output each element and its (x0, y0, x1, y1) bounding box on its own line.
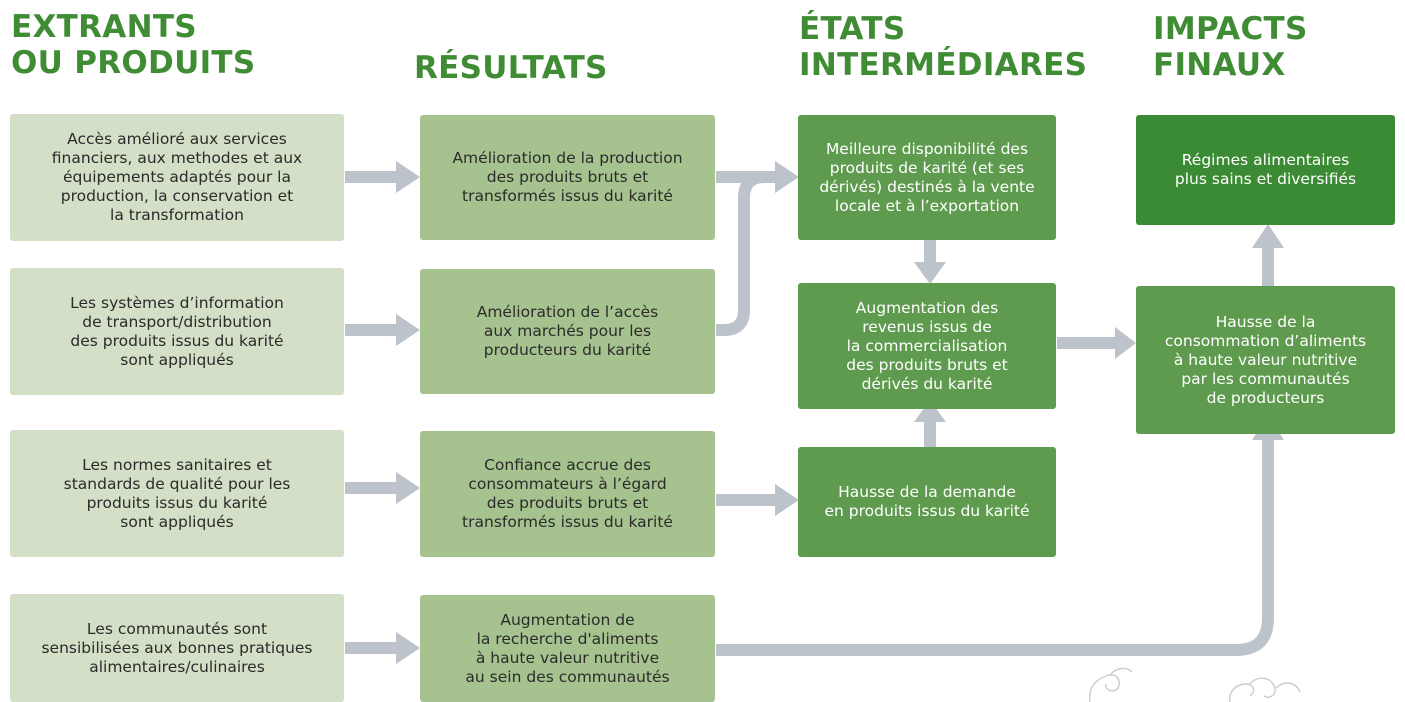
state-label: Meilleure disponibilité des produits de … (819, 139, 1035, 215)
impact-label: Hausse de la consommation d’aliments à h… (1164, 312, 1367, 407)
state-box-1: Meilleure disponibilité des produits de … (798, 115, 1056, 240)
header-results: RÉSULTATS (414, 50, 608, 86)
arrow-result2-to-state1 (716, 171, 775, 336)
output-label: Accès amélioré aux services financiers, … (51, 130, 303, 224)
result-box-2: Amélioration de l’accès aux marchés pour… (420, 269, 715, 394)
header-impacts-line2: FINAUX (1153, 47, 1286, 83)
header-intermediate: ÉTATS INTERMÉDIARES (799, 11, 1087, 83)
result-label: Amélioration de la production des produi… (452, 149, 683, 205)
impact-box-1: Hausse de la consommation d’aliments à h… (1136, 286, 1395, 434)
header-outputs: EXTRANTS OU PRODUITS (11, 9, 255, 81)
header-impacts: IMPACTS FINAUX (1153, 11, 1308, 83)
header-intermediate-line2: INTERMÉDIARES (799, 47, 1088, 83)
impact-box-2: Régimes alimentaires plus sains et diver… (1136, 115, 1395, 225)
header-intermediate-line1: ÉTATS (799, 11, 906, 47)
state-label: Hausse de la demande en produits issus d… (824, 483, 1030, 520)
result-box-4: Augmentation de la recherche d'aliments … (420, 595, 715, 702)
arrow-result4-to-impact1 (716, 440, 1274, 656)
state-box-3: Hausse de la demande en produits issus d… (798, 447, 1056, 557)
state-box-2: Augmentation des revenus issus de la com… (798, 283, 1056, 409)
output-label: Les normes sanitaires et standards de qu… (63, 455, 291, 531)
output-box-3: Les normes sanitaires et standards de qu… (10, 430, 344, 557)
leaf-sketch-icon (1088, 667, 1301, 702)
result-label: Augmentation de la recherche d'aliments … (465, 610, 670, 686)
result-box-1: Amélioration de la production des produi… (420, 115, 715, 240)
header-results-line1: RÉSULTATS (414, 50, 608, 86)
header-impacts-line1: IMPACTS (1153, 11, 1308, 47)
output-label: Les systèmes d’information de transport/… (70, 293, 284, 369)
impact-label: Régimes alimentaires plus sains et diver… (1174, 151, 1357, 188)
output-box-4: Les communautés sont sensibilisées aux b… (10, 594, 344, 702)
output-box-2: Les systèmes d’information de transport/… (10, 268, 344, 395)
result-label: Amélioration de l’accès aux marchés pour… (476, 303, 659, 359)
output-label: Les communautés sont sensibilisées aux b… (41, 619, 313, 676)
header-outputs-line1: EXTRANTS (11, 9, 197, 45)
result-label: Confiance accrue des consommateurs à l’é… (462, 456, 673, 531)
header-outputs-line2: OU PRODUITS (11, 45, 256, 81)
state-label: Augmentation des revenus issus de la com… (846, 298, 1008, 393)
result-box-3: Confiance accrue des consommateurs à l’é… (420, 431, 715, 557)
output-box-1: Accès amélioré aux services financiers, … (10, 114, 344, 241)
